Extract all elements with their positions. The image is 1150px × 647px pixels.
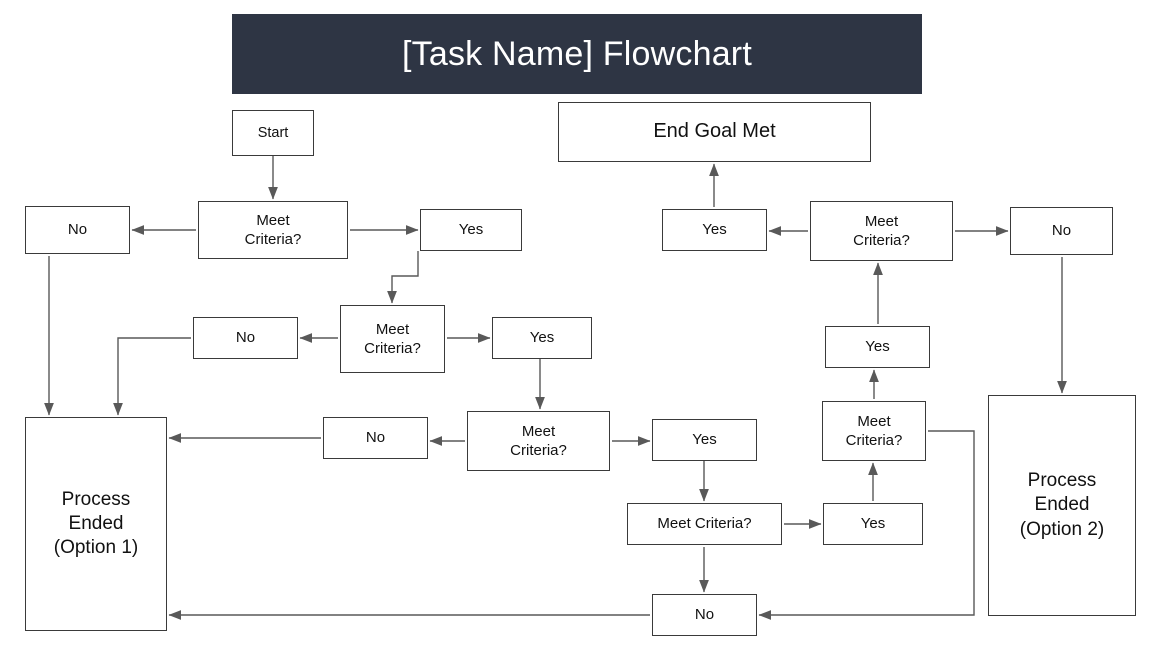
node-label: Meet Criteria? xyxy=(244,211,302,248)
node-label: Meet Criteria? xyxy=(853,212,910,249)
node-mc4[interactable]: Meet Criteria? xyxy=(627,503,782,545)
node-ended1[interactable]: Process Ended (Option 1) xyxy=(25,417,167,631)
node-mc1[interactable]: Meet Criteria? xyxy=(198,201,348,259)
node-label: Yes xyxy=(692,431,717,449)
node-mc2[interactable]: Meet Criteria? xyxy=(340,305,445,373)
node-no1[interactable]: No xyxy=(25,206,130,254)
node-label: Meet Criteria? xyxy=(657,515,752,533)
node-label: Yes xyxy=(702,221,727,239)
node-label: Meet Criteria? xyxy=(845,412,903,449)
node-mc5[interactable]: Meet Criteria? xyxy=(822,401,926,461)
node-yes1[interactable]: Yes xyxy=(420,209,522,251)
node-label: Process Ended (Option 2) xyxy=(1019,470,1105,540)
node-label: No xyxy=(365,429,386,447)
node-mc6[interactable]: Meet Criteria? xyxy=(810,201,953,261)
node-yes5[interactable]: Yes xyxy=(825,326,930,368)
node-label: No xyxy=(67,221,88,239)
node-label: Process Ended (Option 1) xyxy=(53,488,139,559)
node-label: No xyxy=(694,606,715,624)
node-label: End Goal Met xyxy=(653,120,776,143)
node-no6[interactable]: No xyxy=(1010,207,1113,255)
node-yes3[interactable]: Yes xyxy=(652,419,757,461)
node-label: Yes xyxy=(529,329,555,347)
node-label: Yes xyxy=(860,515,886,533)
node-yes4[interactable]: Yes xyxy=(823,503,923,545)
node-label: Yes xyxy=(458,221,484,239)
node-yes6[interactable]: Yes xyxy=(662,209,767,251)
page-title: [Task Name] Flowchart xyxy=(232,14,922,94)
node-label: No xyxy=(235,329,256,347)
node-yes2[interactable]: Yes xyxy=(492,317,592,359)
edge-yes1-to-mc2 xyxy=(387,251,419,304)
node-label: Yes xyxy=(865,338,890,356)
node-no3[interactable]: No xyxy=(323,417,428,459)
node-label: Start xyxy=(257,124,289,141)
node-label: No xyxy=(1051,222,1072,240)
node-label: Meet Criteria? xyxy=(510,422,567,459)
node-ended2[interactable]: Process Ended (Option 2) xyxy=(988,395,1136,616)
node-no2[interactable]: No xyxy=(193,317,298,359)
node-label: Meet Criteria? xyxy=(364,320,421,357)
node-mc3[interactable]: Meet Criteria? xyxy=(467,411,610,471)
node-start[interactable]: Start xyxy=(232,110,314,156)
edge-no2-to-ended1 xyxy=(113,337,191,416)
node-no4[interactable]: No xyxy=(652,594,757,636)
node-endgoal[interactable]: End Goal Met xyxy=(558,102,871,162)
